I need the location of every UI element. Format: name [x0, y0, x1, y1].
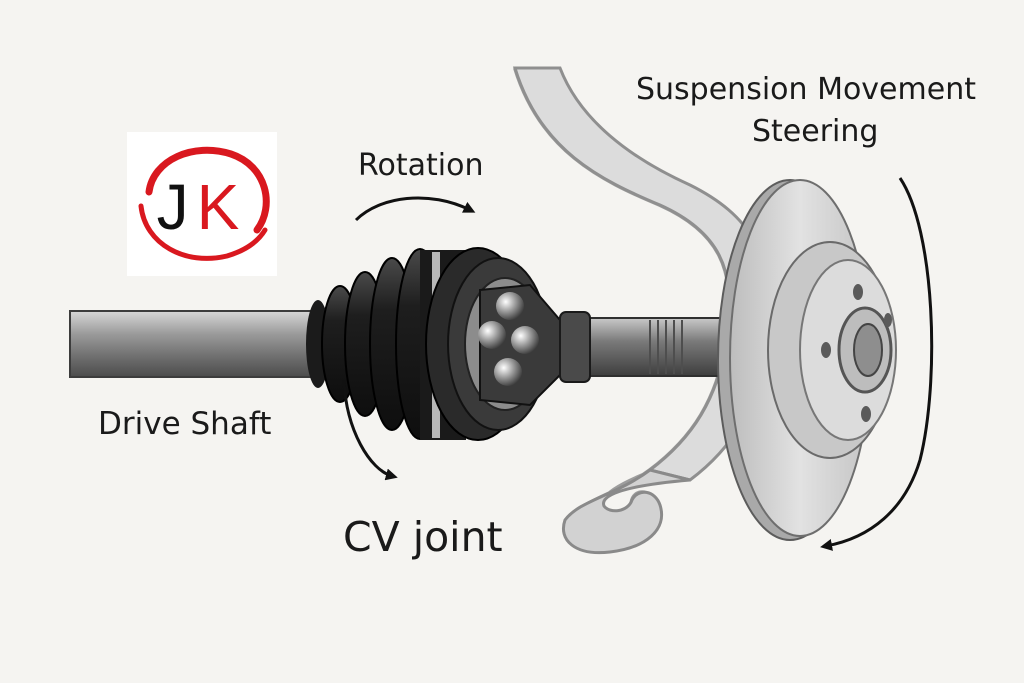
logo-ring	[138, 146, 270, 261]
stub-shaft	[559, 311, 721, 383]
lug-hole	[853, 284, 863, 300]
suspension-movement-label: Suspension Movement	[636, 72, 976, 107]
lug-hole	[821, 342, 831, 358]
brake-disc-hub	[717, 179, 897, 541]
cv-ball	[511, 326, 539, 354]
lug-hole	[861, 406, 871, 422]
jk-logo: JK	[127, 132, 277, 276]
steering-label: Steering	[752, 114, 879, 149]
rotation-label: Rotation	[358, 148, 484, 183]
suspension-arm	[512, 66, 771, 555]
drive-shaft	[69, 310, 321, 378]
cv-ball	[494, 358, 522, 386]
cv-ball	[496, 292, 524, 320]
drive-shaft-label: Drive Shaft	[98, 406, 272, 442]
rotation-arrow-top	[354, 196, 476, 222]
cv-joint-label: CV joint	[343, 513, 503, 561]
rotation-arrow-bottom	[342, 379, 398, 481]
cv-ball	[478, 321, 506, 349]
lug-hole	[884, 313, 892, 327]
cv-joint-housing	[425, 247, 567, 441]
steering-arrow	[820, 177, 934, 551]
logo-letter-k: K	[196, 171, 248, 243]
logo-letter-j: J	[156, 171, 197, 243]
